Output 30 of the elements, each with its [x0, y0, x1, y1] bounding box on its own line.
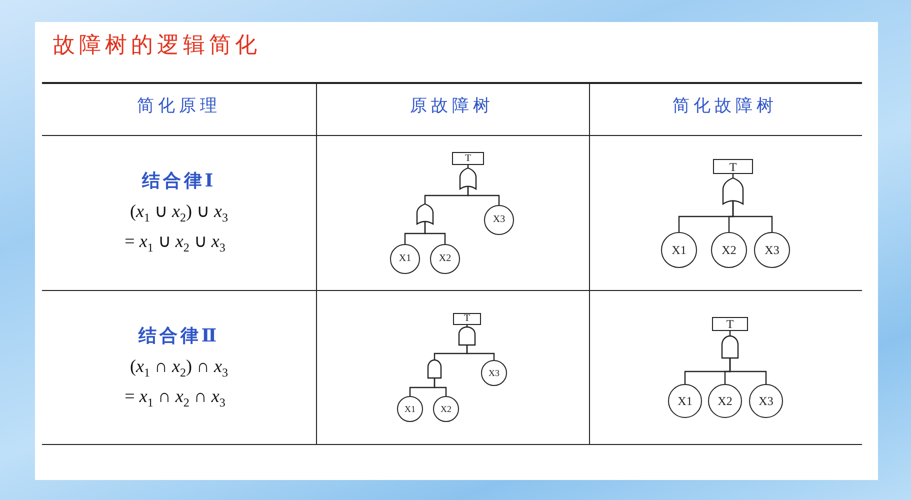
- top-event-box: T: [713, 159, 753, 174]
- or-gate-symbol: [417, 204, 433, 224]
- and-gate-symbol: [428, 360, 441, 378]
- and-gate-symbol: [722, 336, 738, 358]
- or-gate-symbol: [460, 168, 476, 189]
- connector-line: [434, 378, 447, 396]
- law-name: 结合律Ⅱ: [138, 326, 220, 348]
- connector-line: [466, 325, 468, 327]
- connector-line: [732, 200, 773, 232]
- and-gate-symbol: [459, 327, 475, 345]
- connector-line: [732, 174, 734, 178]
- connector-line: [466, 345, 495, 360]
- top-event-box: T: [452, 152, 484, 165]
- equation: (x$_{1}$ ∪ x$_{2}$) ∪ x$_{3}$: [130, 200, 228, 226]
- top-event-box: T: [453, 313, 481, 325]
- equation: (x$_{1}$ ∩ x$_{2}$) ∩ x$_{3}$: [130, 356, 228, 380]
- slide-title: 故障树的逻辑简化: [53, 34, 261, 58]
- connector-line: [729, 358, 767, 384]
- equation: = x$_{1}$ ∩ x$_{2}$ ∩ x$_{3}$: [124, 386, 226, 410]
- law-name: 结合律Ⅰ: [142, 172, 216, 192]
- connector-line: [467, 186, 500, 205]
- connector-line: [467, 165, 469, 168]
- equation: = x$_{1}$ ∪ x$_{2}$ ∪ x$_{3}$: [124, 230, 226, 256]
- column-header: 原故障树: [410, 97, 494, 117]
- column-header: 简化原理: [137, 97, 221, 117]
- column-header: 简化故障树: [672, 97, 778, 117]
- or-gate-symbol: [723, 178, 743, 204]
- top-event-box: T: [712, 317, 748, 331]
- connector-line: [424, 222, 446, 244]
- connector-line: [729, 331, 731, 336]
